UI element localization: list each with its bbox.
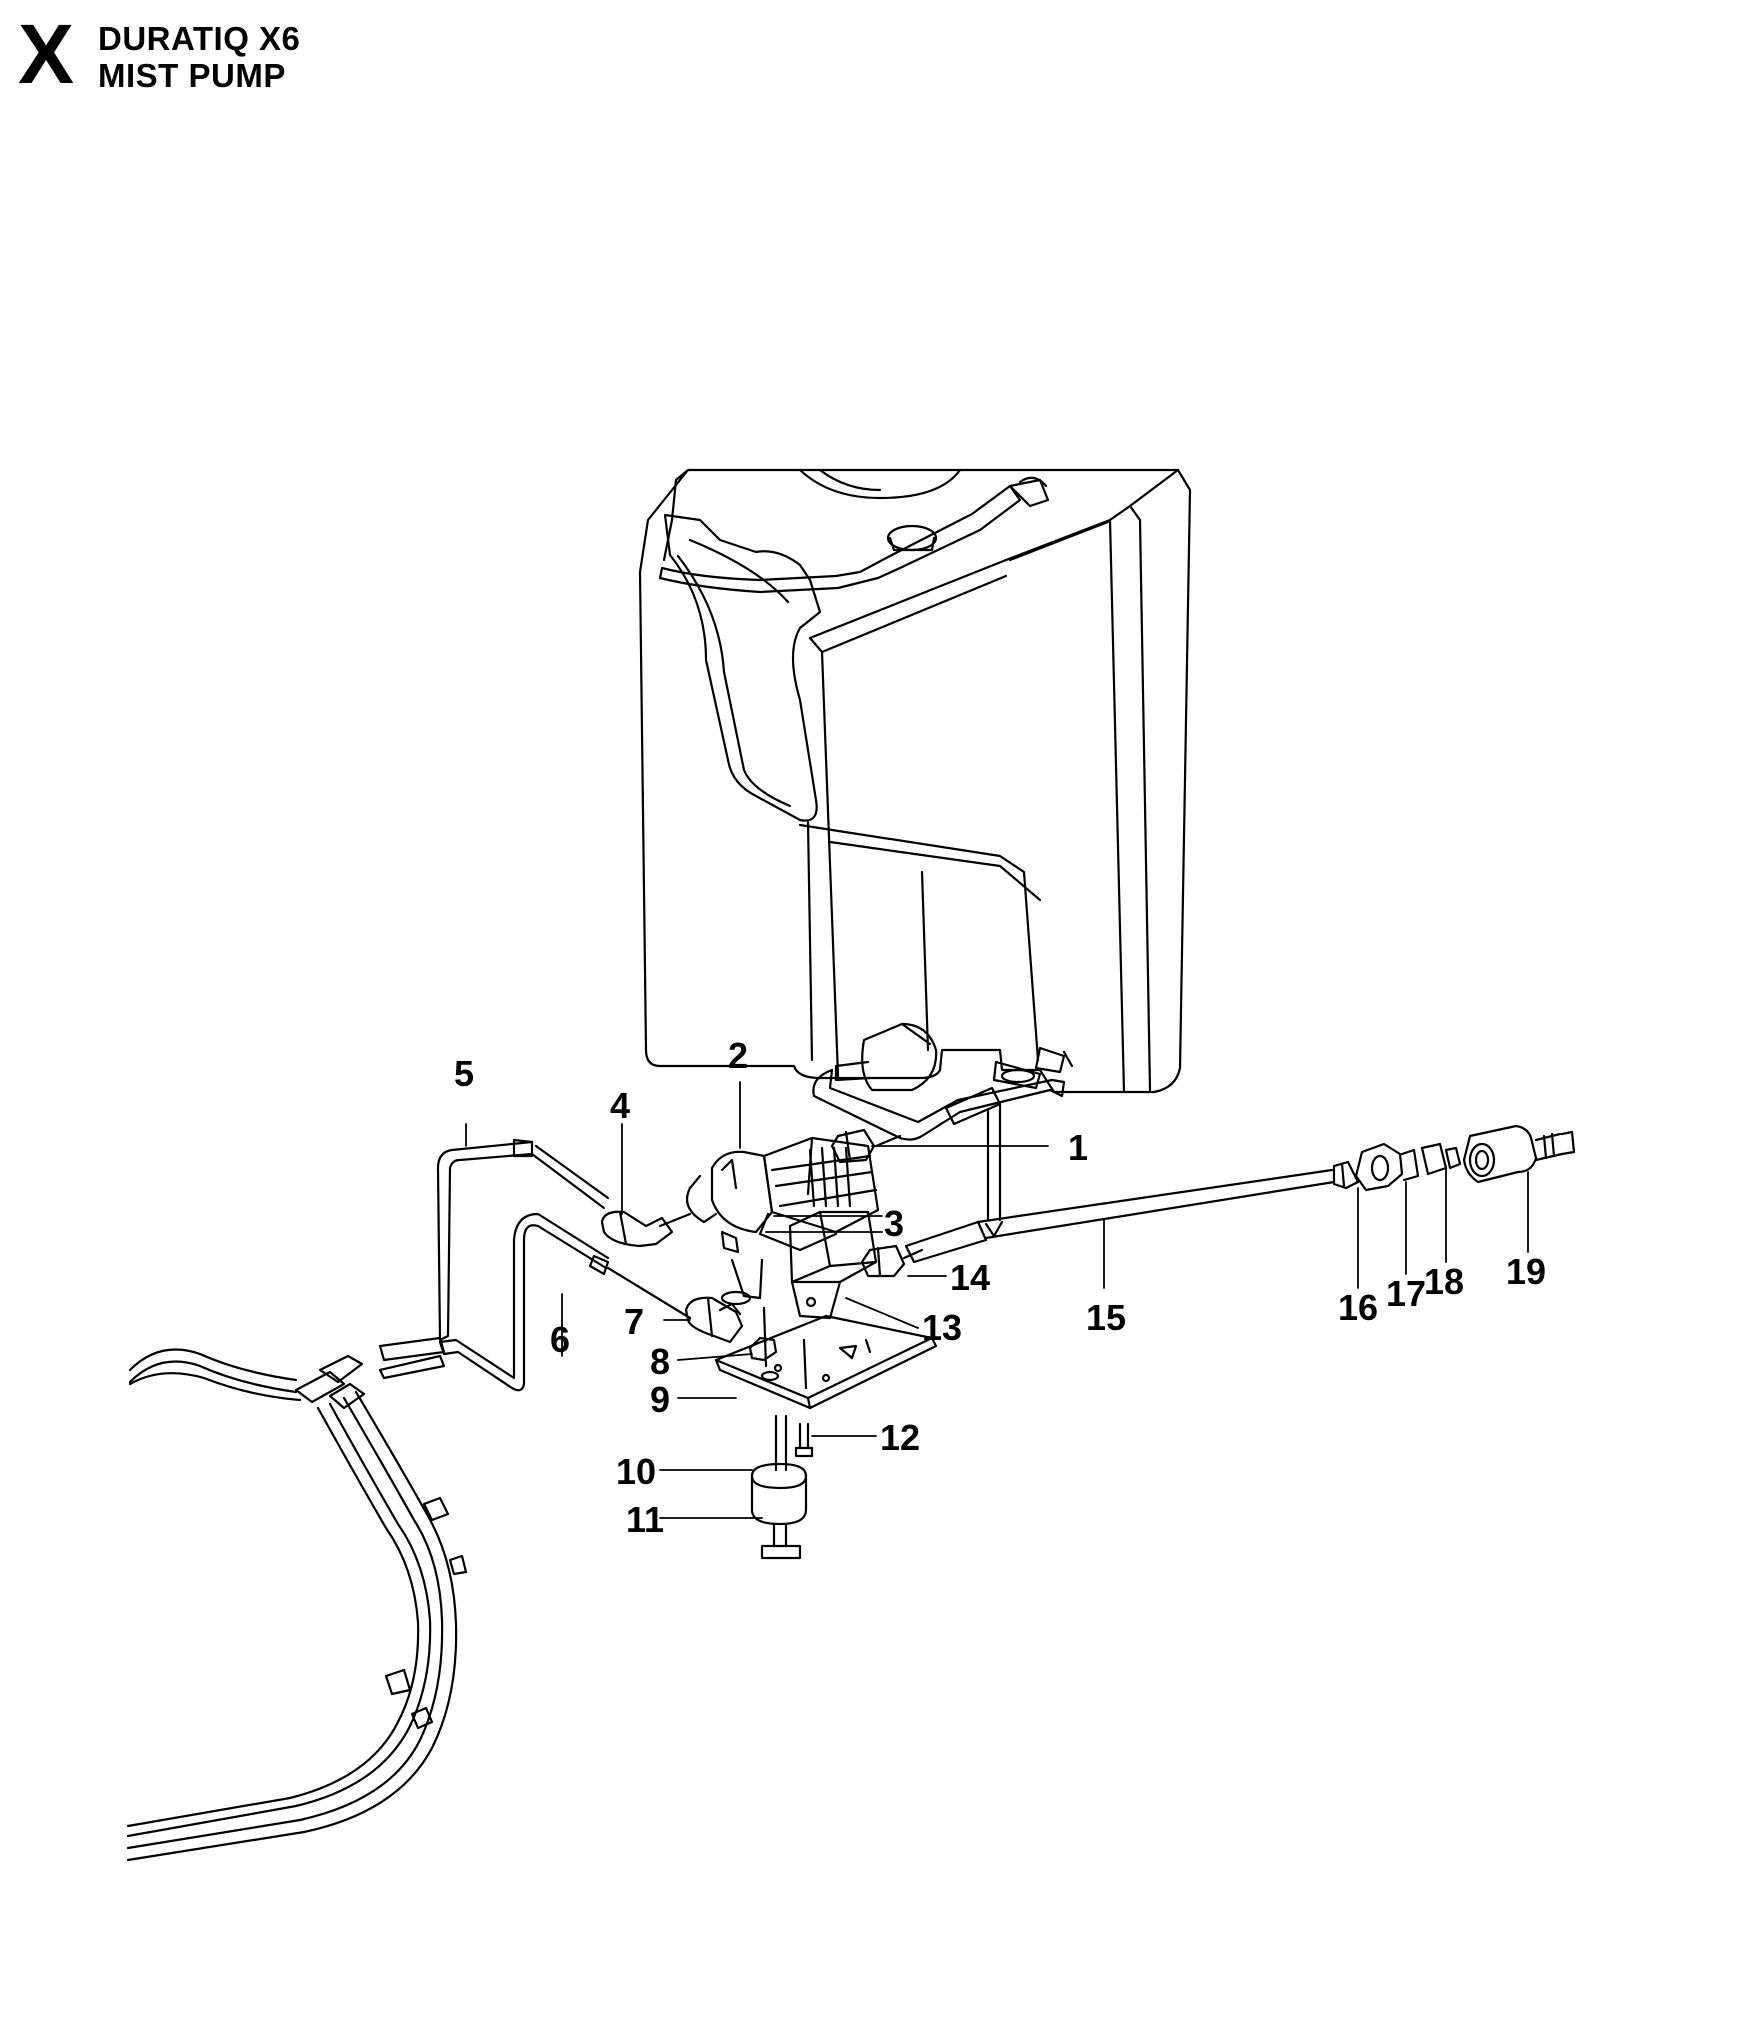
callout-7: 7 xyxy=(624,1301,644,1342)
callout-3: 3 xyxy=(884,1203,904,1244)
callout-5: 5 xyxy=(454,1053,474,1094)
spray-lines xyxy=(126,1336,468,1862)
callout-12: 12 xyxy=(880,1417,920,1458)
callout-14: 14 xyxy=(950,1257,990,1298)
callout-9: 9 xyxy=(650,1379,670,1420)
tank-top-hose xyxy=(658,476,1050,594)
mount-screw xyxy=(794,1422,814,1458)
inline-filter xyxy=(834,1022,1074,1092)
callout-13: 13 xyxy=(922,1307,962,1348)
nut xyxy=(748,1336,780,1382)
leader-lines xyxy=(465,1081,1529,1519)
hose-6 xyxy=(438,1212,692,1392)
callout-19: 19 xyxy=(1506,1251,1546,1292)
elbow-fitting-outlet xyxy=(684,1296,744,1344)
callout-17: 17 xyxy=(1386,1273,1426,1314)
water-tank xyxy=(638,468,1192,1094)
nozzle-fitting-16 xyxy=(1332,1160,1360,1190)
vibration-isolator xyxy=(750,1414,808,1560)
straight-fitting-14 xyxy=(860,1244,924,1278)
hose-15 xyxy=(904,1168,1336,1264)
callout-15: 15 xyxy=(1086,1297,1126,1338)
callout-10: 10 xyxy=(616,1451,656,1492)
pump-mount-block xyxy=(788,1210,878,1320)
callout-4: 4 xyxy=(610,1085,630,1126)
title-block: DURATIQ X6 MIST PUMP xyxy=(98,20,498,94)
elbow-fitting-inlet xyxy=(600,1210,692,1248)
pump-body xyxy=(686,1136,880,1306)
nozzle-19 xyxy=(1462,1124,1576,1184)
callout-6: 6 xyxy=(550,1319,570,1360)
callout-2: 2 xyxy=(728,1035,748,1076)
section-letter: X xyxy=(18,7,75,101)
mounting-bracket xyxy=(714,1306,938,1410)
model-name: DURATIQ X6 xyxy=(98,20,301,57)
assembly-name: MIST PUMP xyxy=(98,57,286,94)
washer-18 xyxy=(1420,1142,1462,1176)
callout-8: 8 xyxy=(650,1341,670,1382)
callout-11: 11 xyxy=(626,1499,664,1540)
callout-18: 18 xyxy=(1424,1261,1464,1302)
filter-hose xyxy=(812,1068,1066,1238)
callout-16: 16 xyxy=(1338,1287,1378,1328)
callout-1: 1 xyxy=(1068,1127,1088,1168)
nozzle-nut-17 xyxy=(1354,1142,1420,1192)
callout-labels: 1 2 3 4 5 6 7 8 9 10 11 12 13 14 15 16 1… xyxy=(454,1035,1546,1540)
hose-5 xyxy=(436,1138,610,1342)
